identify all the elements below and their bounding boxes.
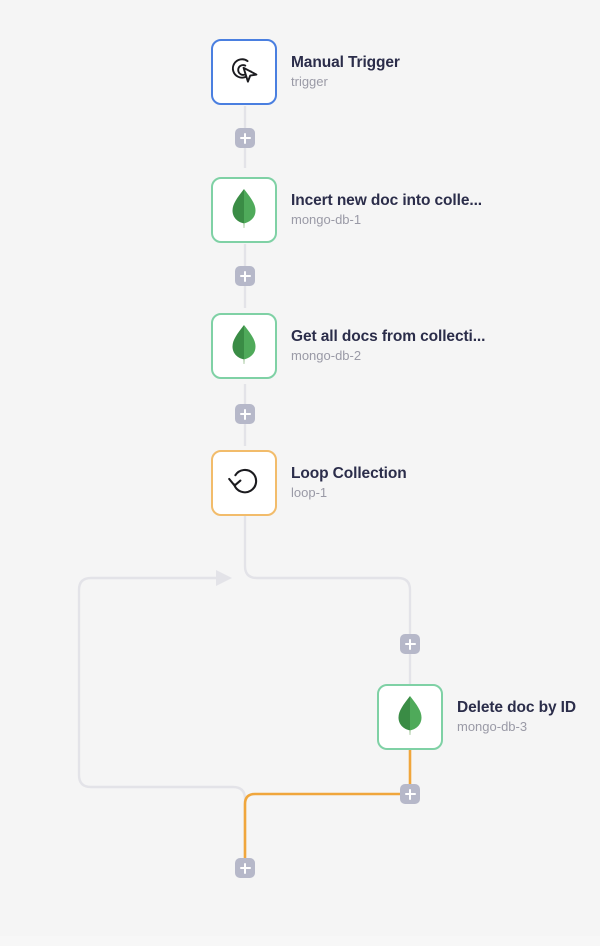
mongodb-leaf-icon [393, 694, 427, 741]
node-icon-box[interactable] [211, 313, 277, 379]
node-subtitle: mongo-db-2 [291, 347, 362, 363]
workflow-node-trigger[interactable]: Manual Trigger trigger [211, 39, 400, 105]
mongodb-leaf-icon [227, 187, 261, 234]
add-node-button-after-trigger[interactable] [235, 128, 255, 148]
add-node-button-after-mongo-db-2[interactable] [235, 404, 255, 424]
canvas-bottom-strip [0, 936, 600, 946]
node-title: Delete doc by ID [457, 699, 576, 717]
node-icon-box[interactable] [211, 450, 277, 516]
node-subtitle: trigger [291, 73, 328, 89]
cursor-click-icon [226, 52, 262, 93]
node-title: Manual Trigger [291, 54, 400, 72]
add-node-button-loop-branch[interactable] [400, 634, 420, 654]
workflow-node-mongo-db-2[interactable]: Get all docs from collecti... mongo-db-2 [211, 313, 485, 379]
add-node-button-after-loop[interactable] [235, 858, 255, 878]
node-subtitle: mongo-db-3 [457, 718, 528, 734]
node-title: Get all docs from collecti... [291, 328, 486, 346]
workflow-node-loop-1[interactable]: Loop Collection loop-1 [211, 450, 407, 516]
node-text: Delete doc by ID mongo-db-3 [457, 699, 576, 735]
mongodb-leaf-icon [227, 323, 261, 370]
node-text: Get all docs from collecti... mongo-db-2 [291, 328, 485, 364]
workflow-node-mongo-db-1[interactable]: Incert new doc into colle... mongo-db-1 [211, 177, 482, 243]
workflow-node-mongo-db-3[interactable]: Delete doc by ID mongo-db-3 [377, 684, 576, 750]
node-subtitle: loop-1 [291, 484, 328, 500]
node-text: Incert new doc into colle... mongo-db-1 [291, 192, 482, 228]
node-title: Incert new doc into colle... [291, 192, 482, 210]
add-node-button-after-mongo-db-1[interactable] [235, 266, 255, 286]
add-node-button-after-mongo-db-3[interactable] [400, 784, 420, 804]
loop-arrow-icon [225, 462, 263, 505]
node-text: Loop Collection loop-1 [291, 465, 407, 501]
node-icon-box[interactable] [377, 684, 443, 750]
node-text: Manual Trigger trigger [291, 54, 400, 90]
node-title: Loop Collection [291, 465, 407, 483]
node-subtitle: mongo-db-1 [291, 211, 362, 227]
node-icon-box[interactable] [211, 39, 277, 105]
node-icon-box[interactable] [211, 177, 277, 243]
